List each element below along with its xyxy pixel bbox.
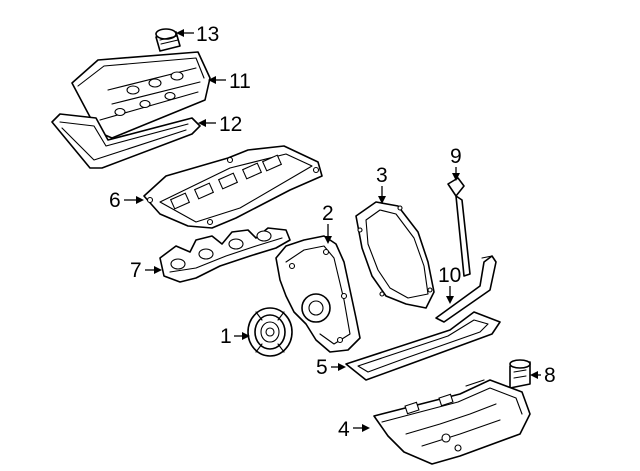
callout-2-label: 2 <box>322 202 334 225</box>
callout-13: 13 <box>176 23 219 46</box>
callout-1-label: 1 <box>220 325 232 348</box>
callout-3-label: 3 <box>376 164 388 187</box>
callout-1: 1 <box>220 325 250 348</box>
front-cover-gasket-3[interactable] <box>355 201 435 309</box>
callout-12: 12 <box>198 113 242 136</box>
callout-9: 9 <box>450 145 462 181</box>
callout-6: 6 <box>109 189 144 212</box>
callout-3: 3 <box>376 164 388 204</box>
callout-8-label: 8 <box>544 364 556 387</box>
callout-13-label: 13 <box>196 23 219 46</box>
callout-8: 8 <box>530 364 556 387</box>
crankshaft-pulley-1[interactable] <box>247 307 293 357</box>
callout-10: 10 <box>438 264 461 304</box>
oil-filler-cap-13[interactable] <box>155 28 181 52</box>
callout-11-label: 11 <box>229 70 251 93</box>
intake-gasket-6[interactable] <box>143 145 323 229</box>
manifold-gaskets-7[interactable] <box>159 227 291 283</box>
oil-dipstick-9[interactable] <box>447 177 471 277</box>
callout-9-label: 9 <box>450 145 462 168</box>
callout-10-label: 10 <box>438 264 461 287</box>
oil-pan-gasket-5[interactable] <box>345 311 501 381</box>
oil-filter-8[interactable] <box>509 359 531 389</box>
callout-12-label: 12 <box>219 113 242 136</box>
callout-11: 11 <box>208 70 251 93</box>
dipstick-tube-10[interactable] <box>435 255 497 323</box>
callout-4: 4 <box>338 418 370 441</box>
callout-7-label: 7 <box>130 259 142 282</box>
valve-cover-gasket-12[interactable] <box>51 113 201 169</box>
oil-pan-4[interactable] <box>373 379 531 465</box>
timing-cover-2[interactable] <box>275 235 361 353</box>
callout-6-label: 6 <box>109 189 121 212</box>
callout-2: 2 <box>322 202 334 244</box>
callout-7: 7 <box>130 259 162 282</box>
callout-4-label: 4 <box>338 418 350 441</box>
callout-5: 5 <box>316 356 346 379</box>
callout-5-label: 5 <box>316 356 328 379</box>
